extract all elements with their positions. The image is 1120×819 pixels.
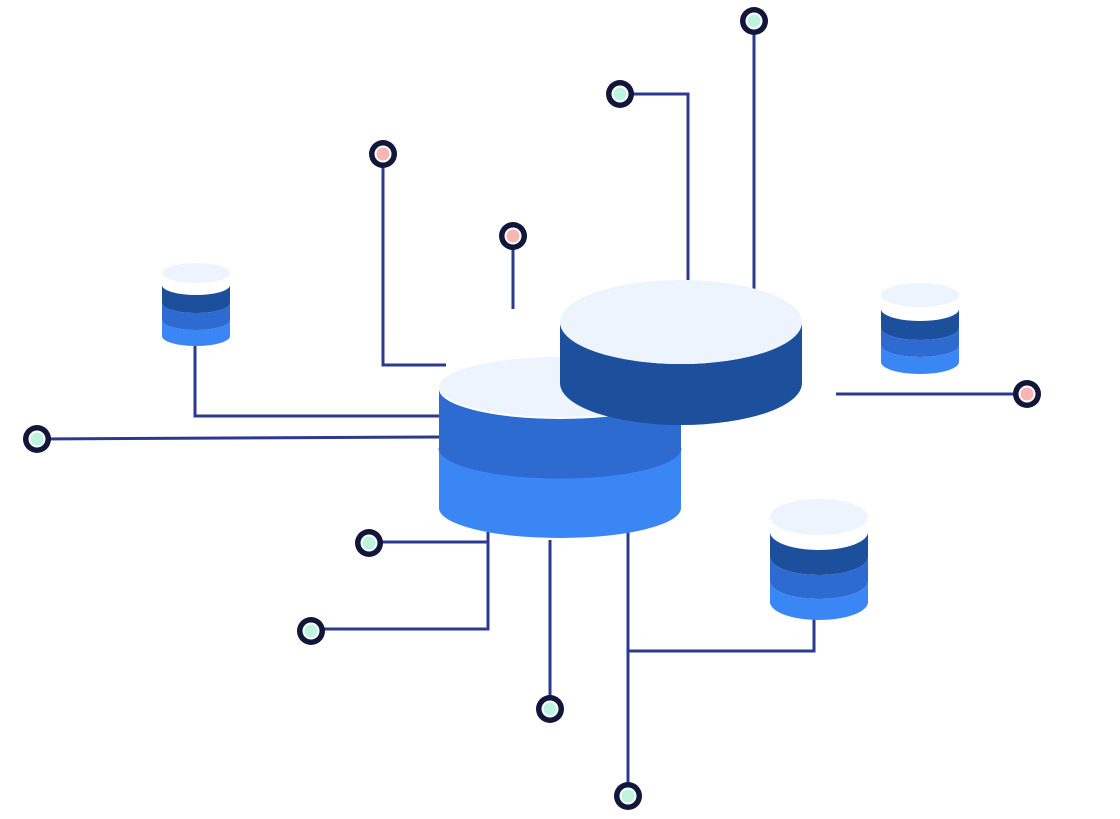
node-dot bbox=[506, 229, 520, 243]
node-upper-left bbox=[369, 140, 397, 168]
node-far-left bbox=[23, 425, 51, 453]
wire-upper-center bbox=[621, 92, 690, 280]
node-lower-left-2 bbox=[297, 617, 325, 645]
disk-layer bbox=[770, 557, 868, 599]
node-dot bbox=[613, 87, 627, 101]
top-database-disk bbox=[560, 280, 802, 425]
wire-far-left bbox=[36, 435, 441, 441]
disk-layer bbox=[162, 320, 230, 346]
disk-layer bbox=[162, 285, 230, 313]
wire-lower-left-2 bbox=[311, 542, 490, 631]
node-top-right bbox=[740, 7, 768, 35]
disk-top-face bbox=[560, 280, 802, 364]
disk-layer bbox=[770, 581, 868, 620]
small-database-left bbox=[162, 263, 230, 346]
node-dot bbox=[304, 624, 318, 638]
disk-top-face bbox=[881, 283, 959, 307]
disk-layer bbox=[439, 448, 681, 538]
disk-layer bbox=[881, 345, 959, 374]
node-dot bbox=[376, 147, 390, 161]
node-upper-center bbox=[606, 80, 634, 108]
wire-small-db-left bbox=[193, 330, 440, 418]
node-center-short bbox=[499, 222, 527, 250]
node-bottom bbox=[614, 782, 642, 810]
disk-top-face bbox=[162, 263, 230, 283]
disk-seam bbox=[438, 447, 682, 479]
node-lower-left-1 bbox=[355, 529, 383, 557]
node-dot bbox=[30, 432, 44, 446]
wire-upper-left bbox=[381, 154, 446, 367]
node-dot bbox=[362, 536, 376, 550]
disk-layer bbox=[881, 309, 959, 340]
disk-layer bbox=[770, 532, 868, 575]
node-right bbox=[1013, 380, 1041, 408]
node-bottom-center bbox=[536, 695, 564, 723]
disk-layer bbox=[439, 389, 681, 478]
disk-top-face bbox=[770, 499, 868, 535]
wire-lower-left-1 bbox=[369, 532, 490, 544]
node-dot bbox=[747, 14, 761, 28]
small-database-right bbox=[881, 283, 959, 374]
disk-layer bbox=[162, 303, 230, 330]
wire-small-db-bottom-right bbox=[628, 606, 816, 653]
node-dot bbox=[621, 789, 635, 803]
node-dot bbox=[1020, 387, 1034, 401]
disk-side bbox=[560, 322, 802, 425]
node-dot bbox=[543, 702, 557, 716]
small-database-bottom-right bbox=[770, 499, 868, 620]
disk-layer bbox=[881, 328, 959, 357]
